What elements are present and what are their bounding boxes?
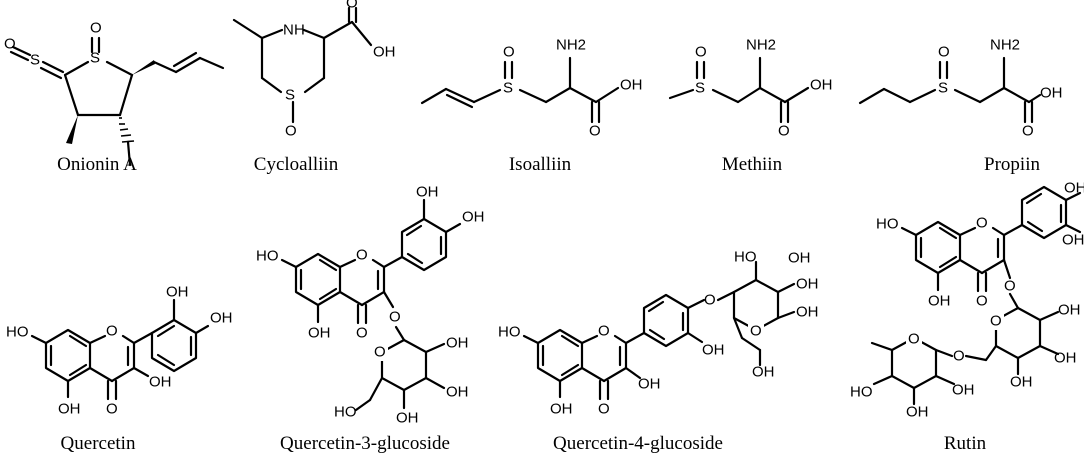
atom-label: NH2 [990,37,1020,54]
atom-label: O [589,123,601,140]
atom-label: O [778,123,790,140]
atom-label: O [4,36,16,53]
atom-label: HO [6,324,29,341]
atom-label: O [1022,123,1034,140]
atom-label: OH [1040,85,1063,102]
quercetin-4-glucoside-structure: O O OH HO OH OH O O HO OH OH OH OH [498,249,819,418]
methiin-structure: O S NH2 O OH [668,37,833,140]
atom-label: OH [1054,350,1077,367]
atom-label: O [976,215,988,232]
atom-label: OH [210,310,233,327]
atom-label: OH [1062,232,1084,249]
atom-label: S [938,80,948,97]
atom-label: HO [498,324,521,341]
atom-label: OH [1064,180,1084,197]
compound-name-cycloalliin: Cycloalliin [254,154,339,175]
atom-label: OH [752,364,775,381]
rutin-structure: O O HO OH OH OH O O OH OH OH O O HO OH O… [850,180,1084,421]
atom-label: OH [1010,374,1033,391]
compound-name-onionin-a: Onionin A [57,154,137,175]
cycloalliin-structure: N H S O O OH [232,0,396,140]
atom-label: O [953,348,965,365]
atom-label: OH [788,250,811,267]
atom-label: S [285,87,295,104]
atom-label: OH [446,335,469,352]
compound-name-methiin: Methiin [722,154,783,175]
atom-label: OH [58,401,81,418]
onionin-a-structure: O S S O [4,20,225,167]
atom-label: OH [810,77,833,94]
atom-label: O [374,344,386,361]
atom-label: OH [416,184,439,201]
atom-label: NH2 [556,37,586,54]
atom-label: O [503,44,515,61]
atom-label: OH [308,325,331,342]
atom-label: O [356,325,368,342]
isoalliin-structure: O S NH2 O OH [420,37,643,140]
quercetin-3-glucoside-structure: O O O O HO OH OH OH OH OH OH HO [256,184,485,427]
atom-label: O [389,309,401,326]
atom-label: O [908,331,920,348]
atom-label: OH [796,276,819,293]
propiin-structure: O S NH2 O OH [858,37,1063,140]
atom-label: OH [638,376,661,393]
atom-label: OH [462,209,485,226]
atom-label: OH [373,44,396,61]
atom-label: O [598,401,610,418]
atom-label: OH [446,384,469,401]
atom-label: OH [952,382,975,399]
atom-label: S [503,80,513,97]
atom-label: O [1004,278,1016,295]
atom-label: O [750,323,762,340]
atom-label: O [938,44,950,61]
atom-label: OH [620,77,643,94]
atom-label: H [294,22,305,39]
atom-label: O [598,323,610,340]
atom-label: O [976,293,988,310]
compound-name-isoalliin: Isoalliin [509,154,572,175]
atom-label: HO [850,384,873,401]
atom-label: OH [550,401,573,418]
atom-label: O [704,292,716,309]
atom-label: N [283,22,294,39]
atom-label: OH [928,293,951,310]
atom-label: OH [796,304,819,321]
atom-label: S [90,50,100,67]
compound-name-quercetin-4-glucoside: Quercetin-4-glucoside [553,433,723,454]
atom-label: OH [149,374,172,391]
atom-label: OH [702,342,725,359]
atom-label: O [990,313,1002,330]
compound-name-quercetin: Quercetin [61,433,136,454]
atom-label: HO [334,404,357,421]
compound-name-propiin: Propiin [984,154,1040,175]
atom-label: OH [906,404,929,421]
atom-label: S [695,80,705,97]
atom-label: O [356,247,368,264]
atom-label: S [30,52,40,69]
atom-label: O [346,0,358,12]
compound-name-rutin: Rutin [944,433,987,454]
quercetin-structure: O O OH HO OH OH OH [6,284,233,418]
atom-label: O [285,123,297,140]
atom-label: O [106,323,118,340]
atom-label: OH [396,410,419,427]
atom-label: OH [1058,302,1081,319]
atom-label: OH [166,284,189,301]
atom-label: HO [256,248,279,265]
atom-label: NH2 [746,37,776,54]
atom-label: O [695,44,707,61]
atom-label: HO [876,216,899,233]
atom-label: O [106,401,118,418]
atom-label: O [90,20,102,37]
compound-name-quercetin-3-glucoside: Quercetin-3-glucoside [280,433,450,454]
atom-label: HO [734,249,757,266]
